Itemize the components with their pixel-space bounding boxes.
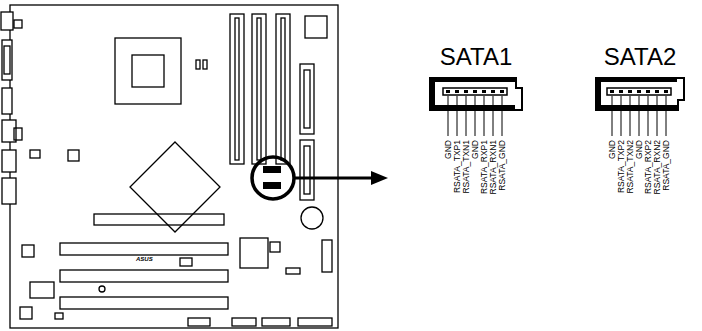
pin-name: RSATA_RXN1 — [489, 140, 498, 250]
pin-name: RSATA_TXN2 — [626, 140, 635, 250]
ide-connector — [300, 64, 314, 134]
pin-name: RSATA_TXP1 — [453, 140, 462, 250]
pin-name: GND — [608, 140, 617, 250]
sata-connector: SATA1 — [428, 44, 524, 110]
pin-name: RSATA_GND — [662, 140, 671, 250]
pin-name: RSATA_RXP2 — [644, 140, 653, 250]
pin-name: GND — [635, 140, 644, 250]
brand-logo: ASUS — [136, 256, 153, 262]
sata-connector: SATA2 — [594, 44, 686, 110]
pin-name: RSATA_GND — [498, 140, 507, 250]
sata-on-board — [263, 166, 281, 173]
battery — [301, 207, 323, 229]
dimm-slot — [230, 14, 244, 164]
connector-name: SATA2 — [594, 44, 686, 70]
agp-slot — [94, 214, 224, 225]
leader-arrow — [294, 177, 374, 180]
connector-name: SATA1 — [428, 44, 524, 70]
pin-name: RSATA_TXP2 — [617, 140, 626, 250]
chipset — [130, 142, 220, 232]
pin-name: GND — [471, 140, 480, 250]
pin-name: RSATA_TXN1 — [462, 140, 471, 250]
pin-name: GND — [444, 140, 453, 250]
pin-wires — [448, 96, 666, 136]
pci-slot — [60, 243, 228, 255]
cpu-socket — [115, 38, 181, 104]
pin-name: RSATA_RXP1 — [480, 140, 489, 250]
pin-name: RSATA_RXN2 — [653, 140, 662, 250]
highlight-circle — [252, 157, 294, 199]
board-outline — [10, 5, 338, 328]
